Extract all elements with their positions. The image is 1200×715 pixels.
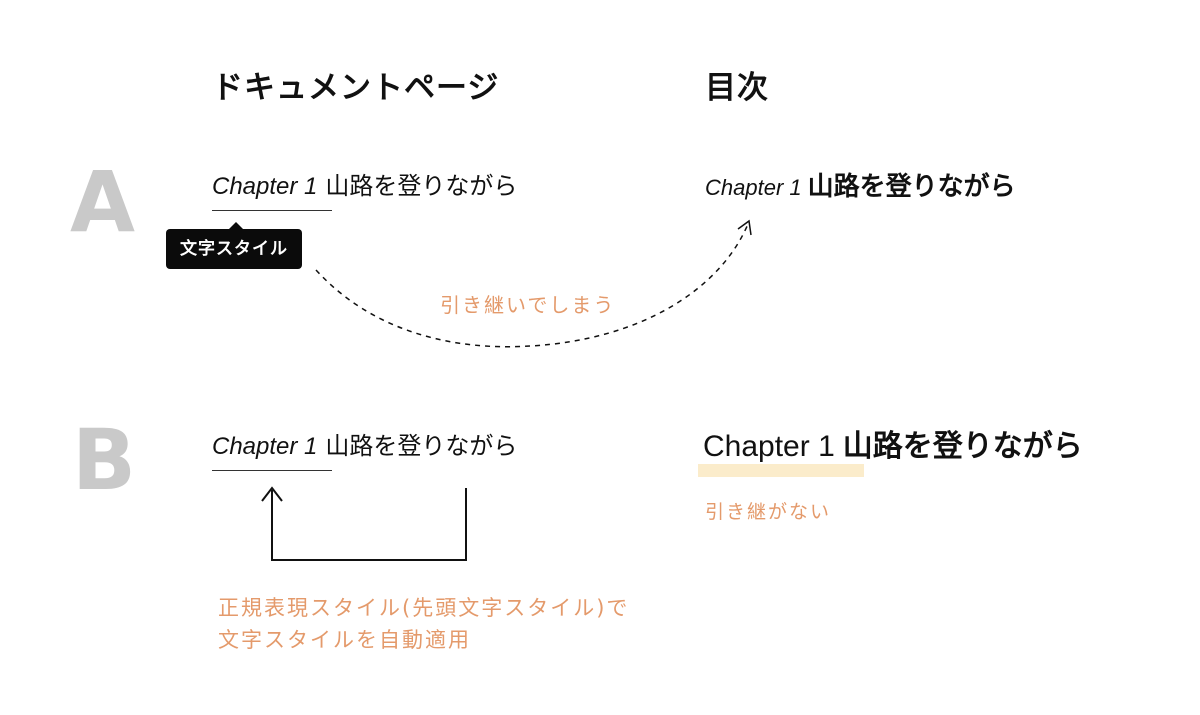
row-b-toc-note: 引き継がない bbox=[705, 501, 832, 523]
row-b-label: B bbox=[72, 411, 137, 509]
row-b-toc-highlight bbox=[698, 464, 864, 477]
row-a-doc-text: 山路を登りながら bbox=[325, 172, 518, 200]
row-b-doc-heading: Chapter 1 山路を登りながら bbox=[212, 434, 517, 459]
document-page-title: ドキュメントページ bbox=[212, 70, 500, 106]
toc-title: 目次 bbox=[705, 70, 769, 106]
char-style-badge: 文字スタイル bbox=[166, 229, 302, 269]
row-b-char-style-underline bbox=[212, 470, 332, 471]
row-a-label: A bbox=[70, 153, 136, 251]
row-b-toc-text: 山路を登りながら bbox=[842, 429, 1083, 464]
row-b-doc-chapter: Chapter 1 bbox=[212, 433, 318, 460]
row-a-arrow-note: 引き継いでしまう bbox=[440, 293, 616, 317]
row-a-toc-text: 山路を登りながら bbox=[807, 172, 1016, 202]
row-a-doc-heading: Chapter 1 山路を登りながら bbox=[212, 174, 517, 199]
row-b-loop-note-line1: 正規表現スタイル(先頭文字スタイル)で bbox=[218, 596, 630, 620]
row-b-doc-text: 山路を登りながら bbox=[325, 432, 518, 460]
row-b-loop-note-line2: 文字スタイルを自動適用 bbox=[218, 628, 471, 652]
row-b-toc-chapter: Chapter 1 bbox=[703, 430, 835, 463]
row-a-toc-chapter: Chapter 1 bbox=[705, 175, 802, 200]
row-a-doc-chapter: Chapter 1 bbox=[212, 173, 318, 200]
row-a-char-style-underline bbox=[212, 210, 332, 211]
